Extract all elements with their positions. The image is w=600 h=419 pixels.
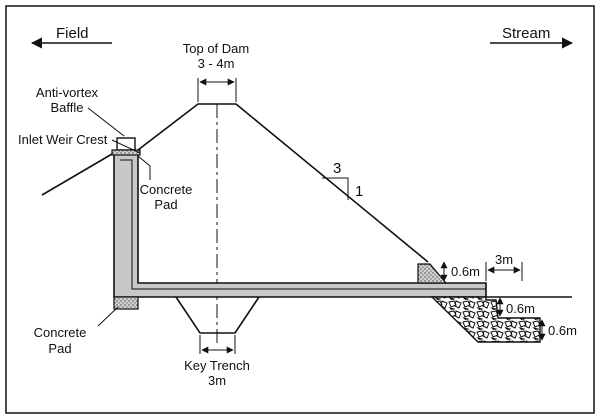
slope-rise-label: 1 — [355, 183, 363, 200]
inlet-weir-crest-label: Inlet Weir Crest — [18, 132, 108, 147]
key-trench — [175, 296, 260, 334]
anti-vortex-label-1: Anti-vortex — [36, 85, 99, 100]
lower-concrete-pad-leader — [97, 306, 119, 327]
apron-depth-label: 0.6m — [506, 301, 535, 316]
anti-vortex-label-2: Baffle — [50, 100, 83, 115]
lower-concrete-pad-label-1: Concrete — [34, 325, 87, 340]
field-label: Field — [56, 25, 89, 42]
top-of-dam-value: 3 - 4m — [198, 56, 235, 71]
riprap-apron — [430, 296, 541, 343]
riprap-thickness-label: 0.6m — [548, 323, 577, 338]
upper-concrete-pad-label-1: Concrete — [140, 182, 193, 197]
outlet-concrete-pad — [417, 263, 448, 284]
stream-label: Stream — [502, 25, 550, 42]
upper-concrete-pad-leader — [137, 155, 151, 180]
upper-concrete-pad-label-2: Pad — [154, 197, 177, 212]
key-trench-value: 3m — [208, 373, 226, 388]
slope-run-label: 3 — [333, 160, 341, 177]
lower-concrete-pad-label-2: Pad — [48, 341, 71, 356]
slope-indicator — [322, 177, 349, 200]
outlet-pad-height-label: 0.6m — [451, 264, 480, 279]
anti-vortex-leader — [87, 107, 125, 137]
diagram-frame — [5, 5, 595, 414]
base-concrete-pad — [113, 296, 139, 310]
upstream-ground-line — [41, 153, 113, 196]
pipe-inner-wall — [120, 159, 486, 290]
top-of-dam-label: Top of Dam — [183, 41, 249, 56]
weir-crest-leader — [111, 139, 141, 154]
apron-length-label: 3m — [495, 252, 513, 267]
key-trench-label: Key Trench — [184, 358, 250, 373]
